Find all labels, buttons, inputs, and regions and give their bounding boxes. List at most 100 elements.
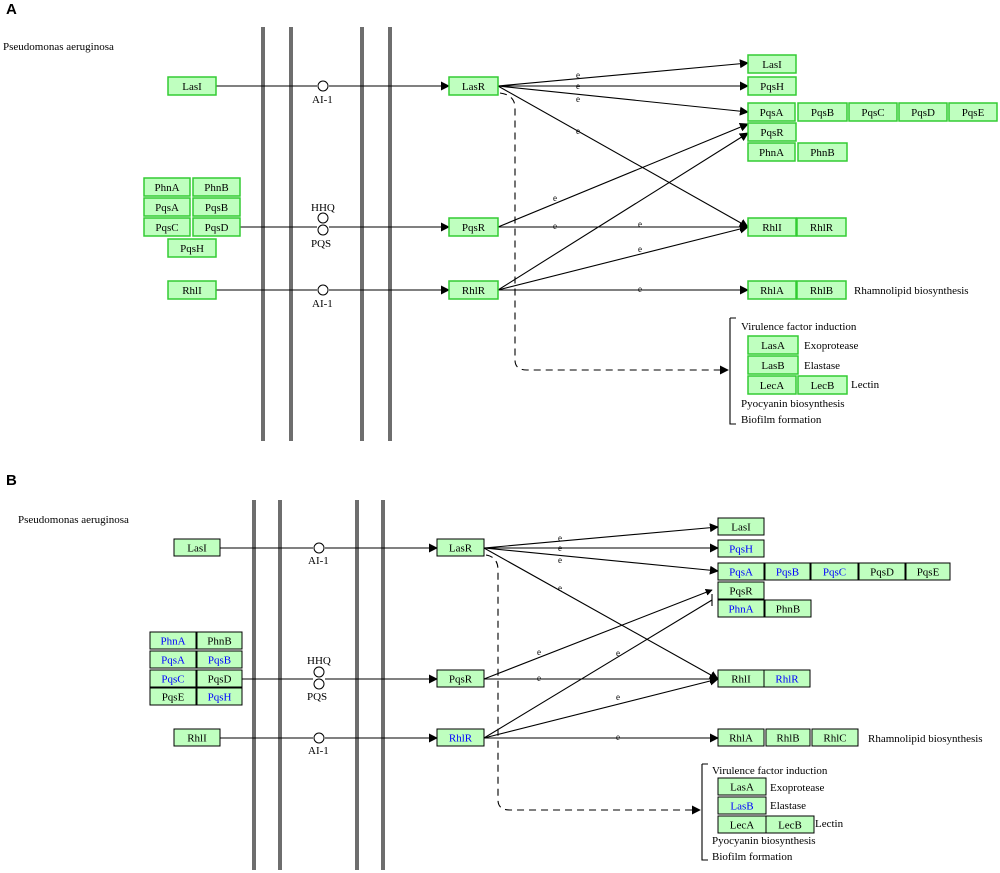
gene-label: RhlI <box>187 733 207 745</box>
gene-box-leca[interactable]: LecA <box>747 375 797 395</box>
gene-box-lasi[interactable]: LasI <box>747 54 797 74</box>
gene-box-pqse[interactable]: PqsE <box>905 562 951 581</box>
gene-box-rhlr[interactable]: RhlR <box>436 728 485 747</box>
gene-box-phna[interactable]: PhnA <box>747 142 796 162</box>
gene-box-rhli[interactable]: RhlI <box>747 217 797 237</box>
gene-box-leca[interactable]: LecA <box>717 815 767 834</box>
gene-box-rect <box>167 280 217 300</box>
gene-label: PqsH <box>180 243 204 255</box>
gene-box-phnb[interactable]: PhnB <box>192 177 241 197</box>
gene-box-rhlb[interactable]: RhlB <box>796 280 847 300</box>
gene-box-rect <box>764 562 811 581</box>
edge-label: e <box>638 284 642 294</box>
gene-box-lasi[interactable]: LasI <box>717 517 765 536</box>
gene-box-lasr[interactable]: LasR <box>448 76 499 96</box>
gene-box-rect <box>436 538 485 557</box>
gene-box-pqsb[interactable]: PqsB <box>764 562 811 581</box>
compound-node[interactable] <box>313 666 325 678</box>
gene-box-pqsb[interactable]: PqsB <box>192 197 241 217</box>
organism-label: Pseudomonas aeruginosa <box>3 41 114 53</box>
exoprotease-label: Exoprotease <box>804 340 858 352</box>
gene-box-phnb[interactable]: PhnB <box>764 599 812 618</box>
gene-box-rhlr[interactable]: RhlR <box>448 280 499 300</box>
gene-label: LasA <box>730 782 754 794</box>
gene-box-pqsb[interactable]: PqsB <box>797 102 848 122</box>
compound-node[interactable] <box>317 212 329 224</box>
gene-box-phnb[interactable]: PhnB <box>196 631 243 650</box>
gene-box-rhlc[interactable]: RhlC <box>811 728 859 747</box>
gene-box-pqsa[interactable]: PqsA <box>747 102 796 122</box>
compound-label: HHQ <box>307 655 331 667</box>
gene-box-rhli[interactable]: RhlI <box>717 669 765 688</box>
gene-box-rhlr[interactable]: RhlR <box>763 669 811 688</box>
compound-node[interactable] <box>317 284 329 296</box>
compound-node[interactable] <box>313 732 325 744</box>
gene-box-rect <box>143 177 191 197</box>
gene-box-pqsa[interactable]: PqsA <box>143 197 191 217</box>
gene-box-rhla[interactable]: RhlA <box>717 728 765 747</box>
gene-box-rhli[interactable]: RhlI <box>173 728 221 747</box>
gene-box-pqsd[interactable]: PqsD <box>196 669 243 688</box>
gene-box-rect <box>173 728 221 747</box>
compound-node[interactable] <box>313 542 325 554</box>
gene-box-pqsd[interactable]: PqsD <box>858 562 906 581</box>
gene-box-lecb[interactable]: LecB <box>765 815 815 834</box>
gene-box-lasa[interactable]: LasA <box>717 777 767 796</box>
gene-box-pqsa[interactable]: PqsA <box>149 650 197 669</box>
gene-box-pqsc[interactable]: PqsC <box>810 562 859 581</box>
gene-label: PhnA <box>154 182 179 194</box>
gene-box-rhli[interactable]: RhlI <box>167 280 217 300</box>
gene-box-lecb[interactable]: LecB <box>797 375 848 395</box>
gene-box-pqsr[interactable]: PqsR <box>448 217 499 237</box>
gene-box-lasi[interactable]: LasI <box>167 76 217 96</box>
gene-box-phna[interactable]: PhnA <box>149 631 197 650</box>
membrane-bar <box>278 500 282 870</box>
gene-box-rhla[interactable]: RhlA <box>747 280 797 300</box>
edge-dashed <box>485 554 701 815</box>
gene-box-pqse[interactable]: PqsE <box>948 102 998 122</box>
gene-box-lasb[interactable]: LasB <box>717 796 767 815</box>
edge-label: e <box>576 81 580 91</box>
gene-label: RhlI <box>182 285 202 297</box>
gene-box-lasb[interactable]: LasB <box>747 355 799 375</box>
gene-box-pqsd[interactable]: PqsD <box>192 217 241 237</box>
panel-a: A Pseudomonas aeruginosa <box>3 1 998 441</box>
gene-box-pqsh[interactable]: PqsH <box>747 76 797 96</box>
membrane-bar <box>360 27 364 441</box>
gene-label: PqsD <box>205 222 229 234</box>
gene-box-pqsd[interactable]: PqsD <box>898 102 948 122</box>
gene-box-rhlb[interactable]: RhlB <box>765 728 811 747</box>
gene-label: RhlA <box>760 285 784 297</box>
gene-box-pqsa[interactable]: PqsA <box>717 562 765 581</box>
membrane-bar <box>289 27 293 441</box>
gene-box-lasi[interactable]: LasI <box>173 538 221 557</box>
gene-box-pqsh[interactable]: PqsH <box>717 539 765 558</box>
gene-box-phnb[interactable]: PhnB <box>797 142 848 162</box>
compound-node[interactable] <box>317 224 329 236</box>
membrane-bar <box>381 500 385 870</box>
gene-box-pqsh[interactable]: PqsH <box>167 238 217 258</box>
gene-box-phna[interactable]: PhnA <box>143 177 191 197</box>
compounds: AI-1 HHQ PQS AI-1 <box>307 542 331 757</box>
compound-node[interactable] <box>317 80 329 92</box>
gene-box-pqsc[interactable]: PqsC <box>848 102 898 122</box>
gene-box-pqsr[interactable]: PqsR <box>747 122 797 142</box>
gene-box-rect <box>747 335 799 355</box>
gene-box-pqse[interactable]: PqsE <box>149 687 197 706</box>
edge <box>483 547 719 575</box>
gene-box-phna[interactable]: PhnA <box>717 599 765 618</box>
gene-box-lasr[interactable]: LasR <box>436 538 485 557</box>
gene-box-lasa[interactable]: LasA <box>747 335 799 355</box>
gene-box-pqsc[interactable]: PqsC <box>143 217 191 237</box>
compound-node[interactable] <box>313 678 325 690</box>
gene-box-rhlr[interactable]: RhlR <box>796 217 847 237</box>
gene-box-pqsb[interactable]: PqsB <box>196 650 243 669</box>
gene-box-pqsr[interactable]: PqsR <box>436 669 485 688</box>
membrane-bar <box>388 27 392 441</box>
gene-box-pqsh[interactable]: PqsH <box>196 687 243 706</box>
gene-box-pqsr[interactable]: PqsR <box>717 581 765 600</box>
gene-box-pqsc[interactable]: PqsC <box>149 669 197 688</box>
gene-box-rect <box>810 562 859 581</box>
edge-label: e <box>553 193 557 203</box>
